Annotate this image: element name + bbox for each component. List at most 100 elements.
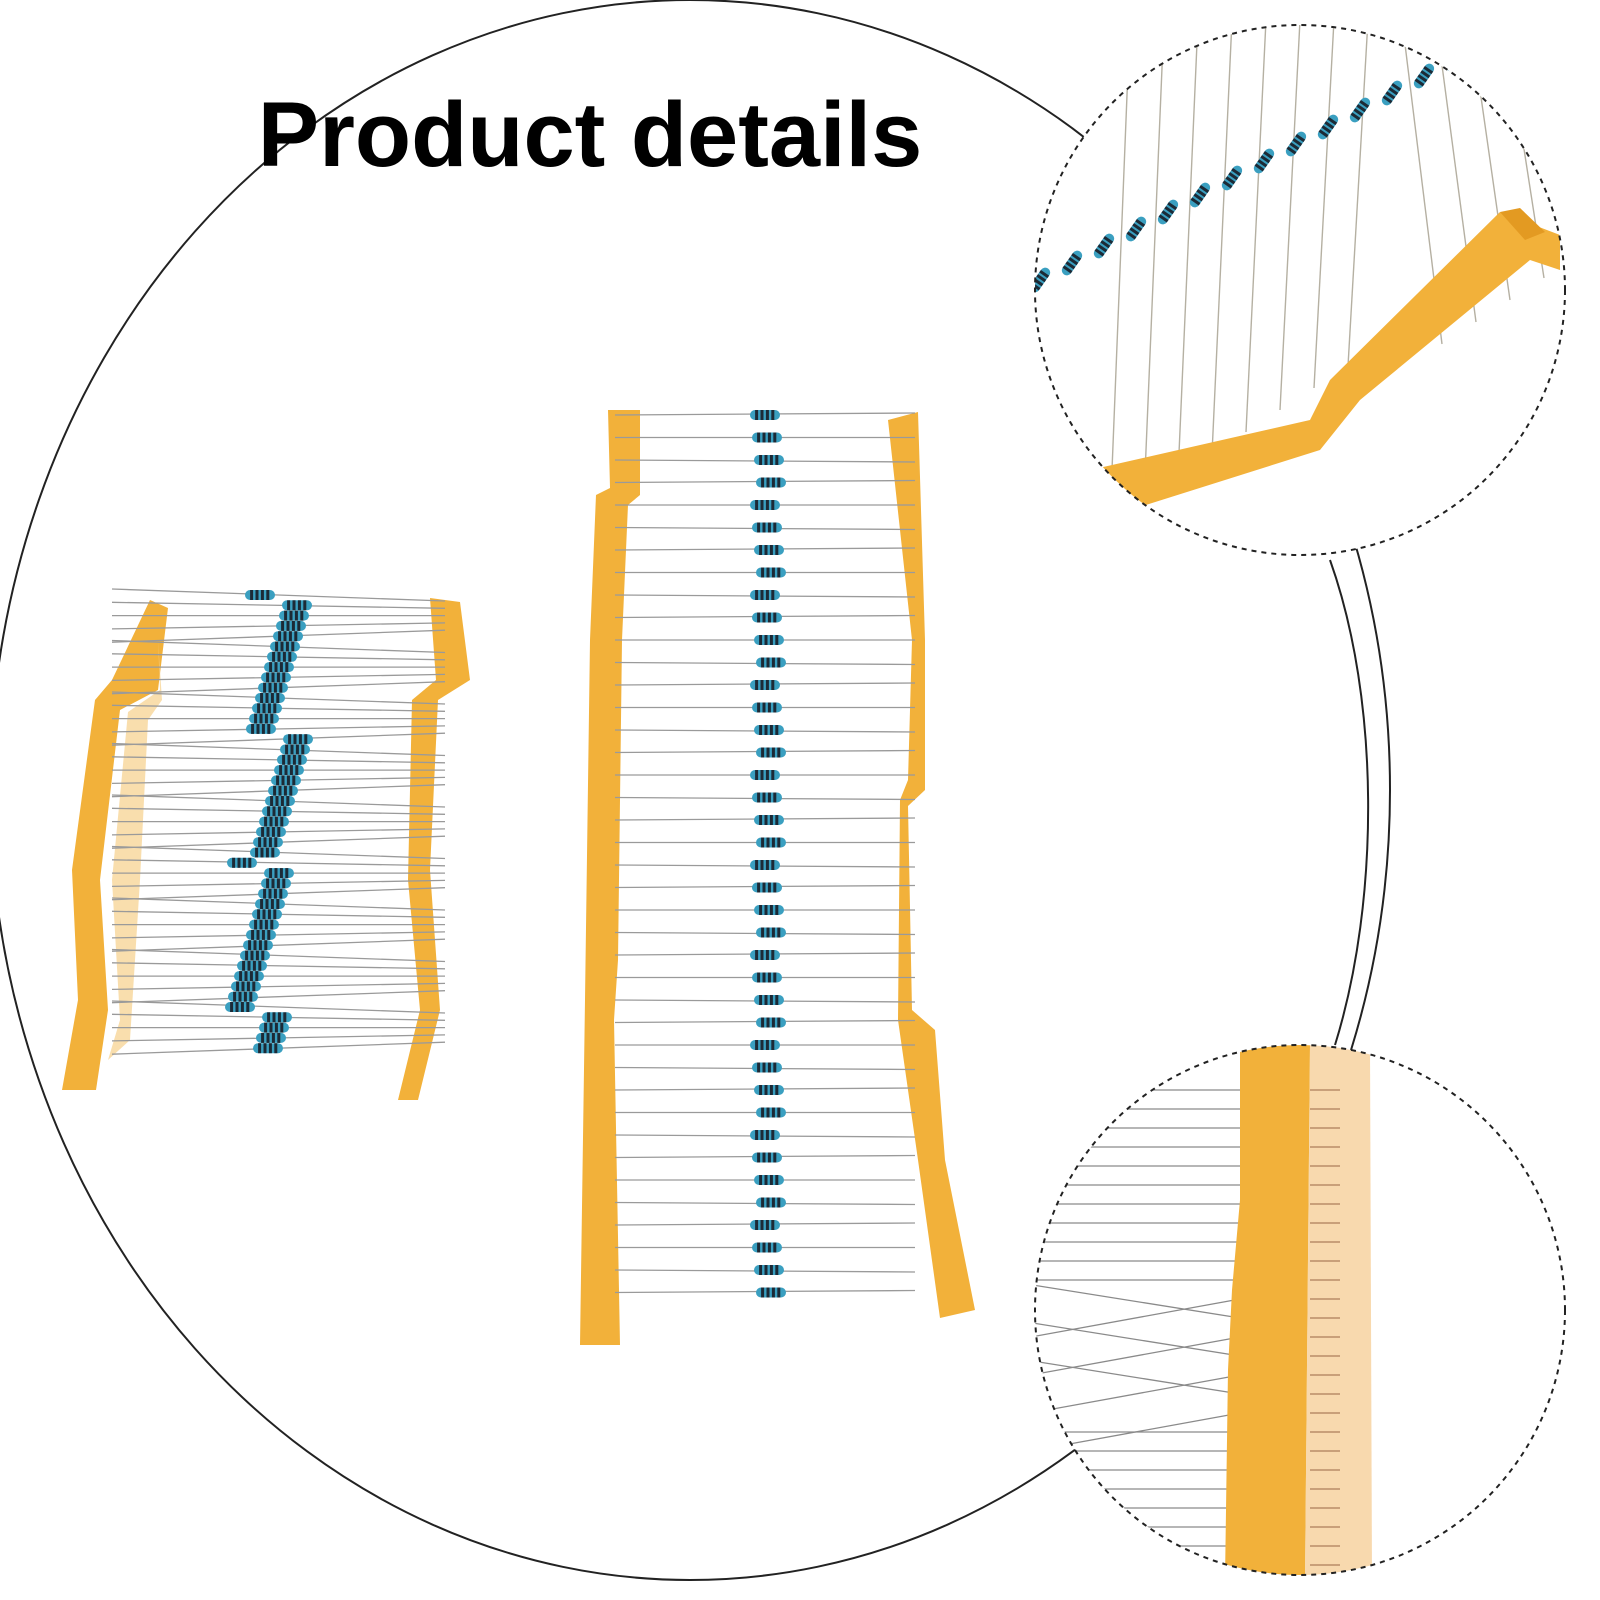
resistor <box>253 1043 283 1054</box>
resistor <box>1381 80 1403 106</box>
resistor <box>250 847 280 858</box>
short-resistor-tape <box>62 588 470 1100</box>
resistor <box>258 682 288 693</box>
resistor <box>752 792 782 803</box>
connector-line <box>1329 559 1370 1046</box>
resistor <box>752 1152 782 1163</box>
resistor <box>262 806 292 817</box>
bottom-detail-tape <box>1225 1045 1310 1575</box>
resistor <box>756 657 786 668</box>
resistor <box>283 734 313 745</box>
resistor <box>756 1017 786 1028</box>
resistor <box>237 960 267 971</box>
resistor <box>277 754 307 765</box>
resistor <box>267 651 297 662</box>
resistor <box>750 410 780 420</box>
resistor <box>225 1002 255 1012</box>
resistor <box>279 610 309 621</box>
resistor <box>754 635 784 645</box>
resistor <box>750 950 780 960</box>
resistor <box>245 590 275 600</box>
resistor <box>282 600 312 611</box>
resistor <box>754 905 784 915</box>
long-tape-strip-left <box>580 410 640 1345</box>
resistor <box>750 1130 780 1140</box>
resistor <box>265 796 295 806</box>
resistor <box>262 1012 292 1023</box>
resistor <box>756 567 786 578</box>
resistor <box>752 972 782 983</box>
resistor <box>1285 131 1307 157</box>
resistor <box>249 713 279 724</box>
left-tape-strip-a <box>62 600 168 1090</box>
resistor <box>750 860 780 870</box>
resistor <box>234 971 264 982</box>
resistor <box>246 929 276 940</box>
resistor <box>249 919 279 930</box>
long-resistors <box>750 410 786 1298</box>
left-resistors <box>225 590 313 1054</box>
resistor <box>261 672 291 683</box>
bottom-detail-circle <box>1034 1044 1566 1576</box>
resistor <box>1125 216 1147 242</box>
resistor <box>271 775 301 786</box>
resistor <box>258 888 288 899</box>
resistor <box>252 909 282 920</box>
resistor <box>1349 97 1371 123</box>
resistor <box>243 940 273 951</box>
resistor <box>280 744 310 755</box>
resistor <box>255 693 285 703</box>
resistor <box>253 837 283 848</box>
resistor <box>268 785 298 796</box>
resistor <box>273 631 303 642</box>
resistor <box>1189 182 1211 208</box>
resistor <box>756 477 786 488</box>
resistor <box>246 723 276 734</box>
resistor <box>752 702 782 713</box>
resistor <box>754 1085 784 1095</box>
resistor <box>754 815 784 825</box>
resistor <box>750 1040 780 1050</box>
resistor <box>270 641 300 652</box>
resistor <box>756 837 786 848</box>
resistor <box>750 680 780 690</box>
left-tape-inner <box>108 640 162 1060</box>
resistor <box>754 455 784 465</box>
resistor <box>754 995 784 1005</box>
resistor <box>256 1032 286 1043</box>
resistor <box>231 981 261 992</box>
resistor <box>1413 63 1435 89</box>
resistor <box>256 826 286 837</box>
resistor <box>1093 233 1115 259</box>
resistor <box>276 620 306 631</box>
resistor <box>756 1107 786 1118</box>
resistor <box>754 1175 784 1185</box>
top-detail-tape <box>1090 212 1560 510</box>
resistor <box>752 432 782 443</box>
resistor <box>1317 114 1339 140</box>
resistor <box>227 857 257 868</box>
resistor <box>259 1022 289 1033</box>
resistor <box>1061 250 1083 276</box>
page-title: Product details <box>257 84 923 186</box>
resistor <box>259 816 289 827</box>
long-tape-strip-right <box>888 412 975 1318</box>
resistor <box>261 878 291 889</box>
resistor <box>750 1220 780 1230</box>
resistor <box>1221 165 1243 191</box>
resistor <box>752 522 782 533</box>
resistor <box>752 1062 782 1073</box>
left-tape-strip-b <box>398 598 470 1100</box>
resistor <box>752 1242 782 1253</box>
resistor <box>750 590 780 600</box>
resistor <box>252 703 282 714</box>
resistor <box>756 1287 786 1298</box>
resistor <box>264 868 294 879</box>
resistor <box>255 899 285 909</box>
resistor <box>756 747 786 758</box>
main-frame-circle <box>0 0 1391 1581</box>
resistor <box>228 991 258 1002</box>
resistor <box>274 765 304 776</box>
resistor <box>240 950 270 961</box>
resistor <box>750 770 780 780</box>
